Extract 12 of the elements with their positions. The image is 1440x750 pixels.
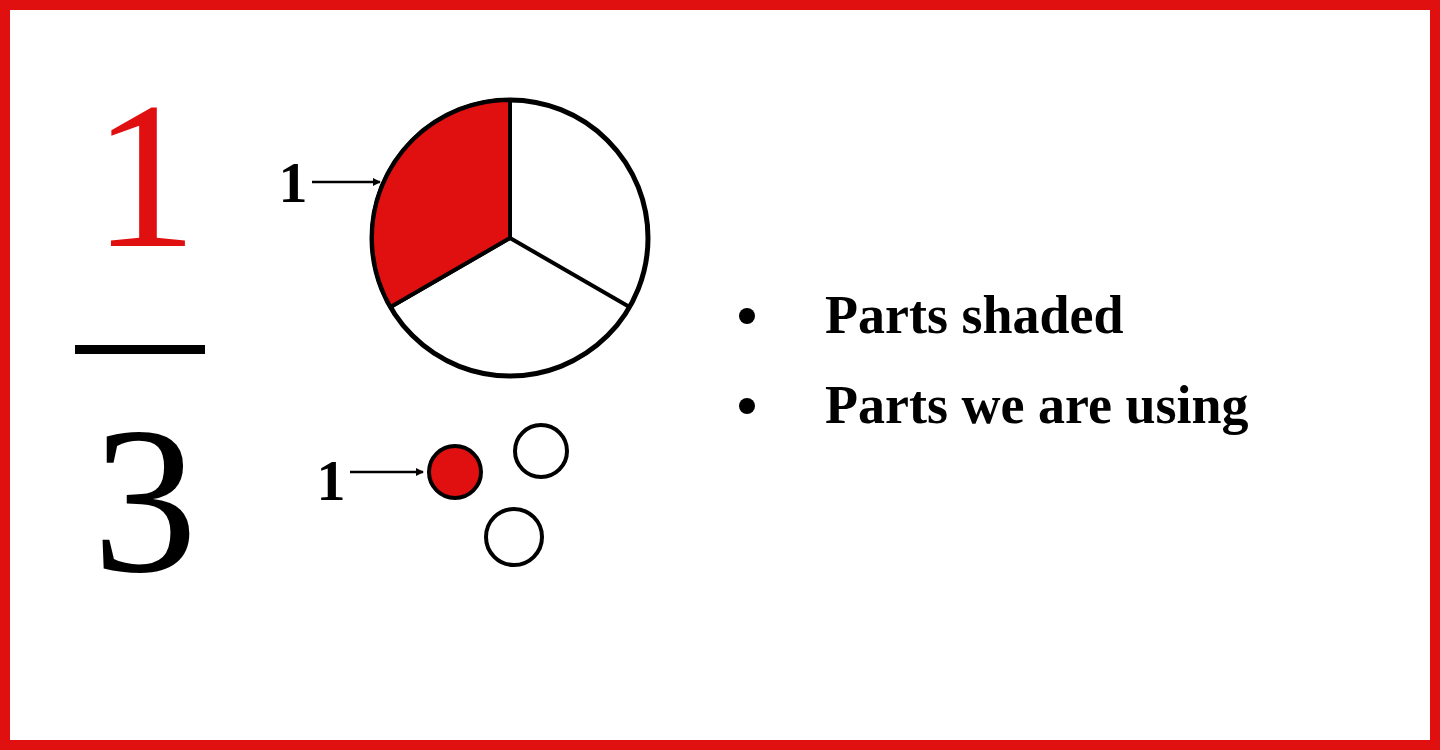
numerator: 1 [91, 70, 199, 280]
empty-circle [483, 506, 545, 568]
bullet-text: Parts we are using [825, 374, 1249, 437]
arrow [350, 468, 424, 476]
shaded-sector [370, 98, 512, 310]
denominator: 3 [91, 395, 199, 605]
callout-number: 1 [276, 150, 310, 216]
empty-circle [512, 422, 570, 480]
bullet-text: Parts shaded [825, 284, 1124, 347]
shaded-circle [426, 443, 484, 501]
arrow [312, 178, 381, 186]
callout-number: 1 [314, 448, 348, 514]
